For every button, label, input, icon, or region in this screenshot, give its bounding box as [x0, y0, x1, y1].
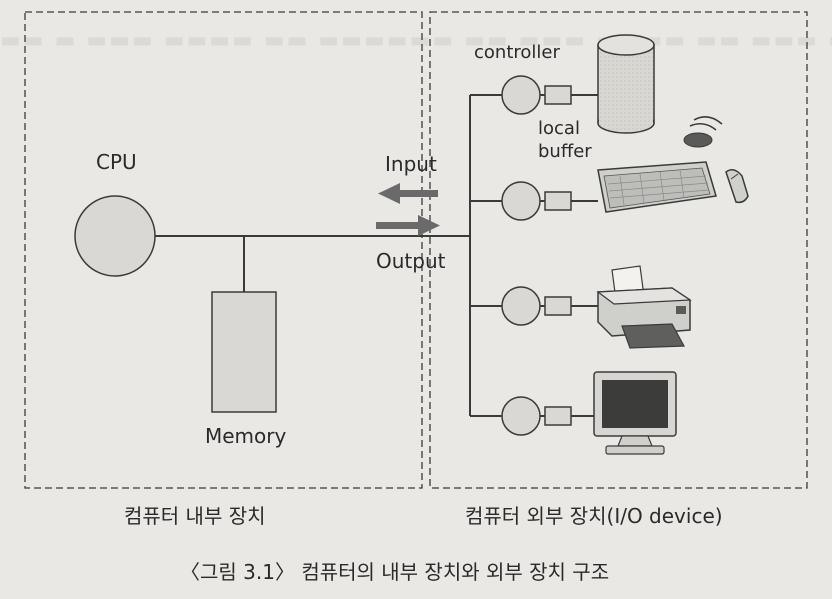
controller-node [501, 181, 541, 221]
controller-node [501, 286, 541, 326]
cpu-node [74, 195, 156, 277]
controller-row-disk [470, 75, 598, 115]
input-label: Input [385, 152, 437, 176]
controller-node [501, 75, 541, 115]
printer-icon [596, 265, 692, 349]
controller-row-printer [470, 286, 598, 326]
local-buffer-block [544, 296, 572, 316]
memory-block [211, 291, 277, 413]
external-devices-group [429, 11, 808, 489]
controller-node [501, 396, 541, 436]
controller-label: controller [474, 42, 560, 63]
output-arrow [376, 215, 440, 236]
input-arrow [378, 183, 438, 204]
local-buffer-block [544, 85, 572, 105]
controller-row-keyboard [470, 181, 598, 221]
local-buffer-block [544, 406, 572, 426]
disk-icon [597, 34, 655, 134]
figure-caption: 〈그림 3.1〉 컴퓨터의 내부 장치와 외부 장치 구조 [180, 560, 610, 584]
internal-devices-group [24, 11, 423, 489]
output-label: Output [376, 249, 446, 273]
cpu-label: CPU [96, 150, 137, 174]
internal-group-caption: 컴퓨터 내부 장치 [124, 504, 266, 528]
memory-label: Memory [205, 424, 287, 448]
keyboard-mouse-icon [597, 116, 749, 213]
controller-row-monitor [470, 396, 598, 436]
local-buffer-block [544, 191, 572, 211]
monitor-icon [593, 371, 677, 455]
external-group-caption: 컴퓨터 외부 장치(I/O device) [465, 504, 723, 528]
local-buffer-label: local buffer [538, 118, 592, 162]
